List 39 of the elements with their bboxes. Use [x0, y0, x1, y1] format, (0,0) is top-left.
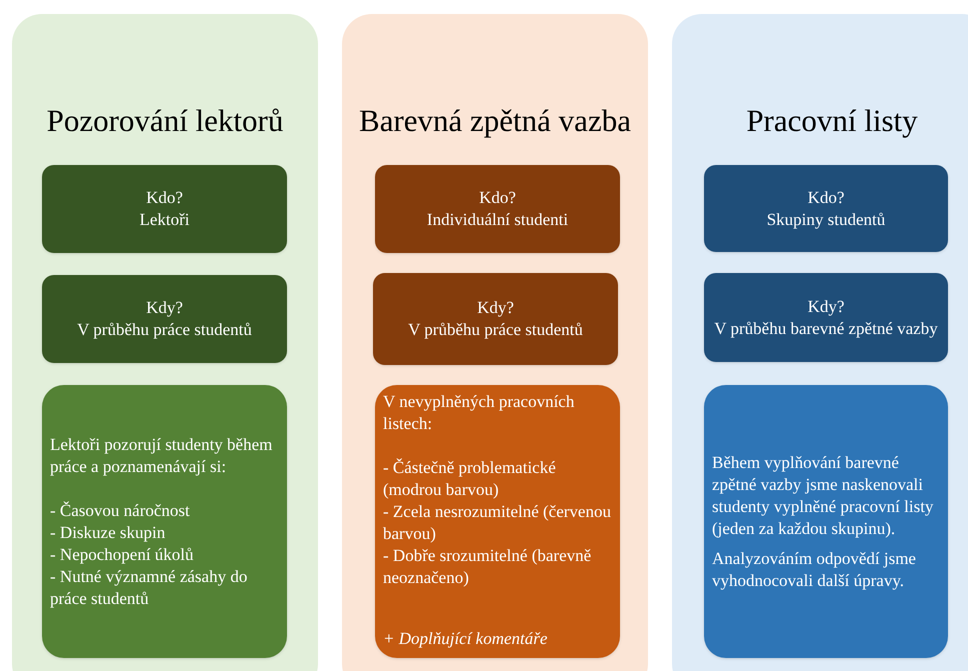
info-card — [373, 273, 618, 365]
card-text: - Zcela nesrozumitelné (červenou barvou) — [383, 501, 612, 545]
column-panel — [12, 14, 318, 671]
info-card — [42, 385, 287, 658]
info-card — [42, 275, 287, 363]
card-text: Kdy? — [477, 297, 514, 319]
card-text: Kdy? — [146, 297, 183, 319]
card-text: Kdy? — [808, 296, 844, 318]
card-text: - Časovou náročnost — [50, 500, 191, 522]
column-heading: Pozorování lektorů — [46, 102, 284, 140]
card-text: Individuální studenti — [426, 209, 568, 231]
column-panel — [342, 14, 648, 671]
card-text: - Nutné významné zásahy do práce studentů — [50, 566, 248, 610]
card-text: Lektoři — [139, 209, 190, 231]
card-text: - Dobře srozumitelné (barevně neoznačeno) — [383, 545, 592, 589]
info-card — [375, 385, 620, 658]
card-text: Lektoři pozorují studenty během práce a poznamenávají si: — [50, 434, 274, 478]
card-text: V průběhu práce studentů — [77, 319, 252, 341]
column-panel — [672, 14, 968, 671]
info-card — [42, 165, 287, 253]
card-text: + Doplňující komentáře — [383, 628, 548, 650]
card-text: V průběhu práce studentů — [408, 319, 583, 341]
card-text: - Nepochopení úkolů — [50, 544, 195, 566]
card-text: Analyzováním odpovědí jsme vyhodnocovali další úpravy. — [712, 548, 917, 592]
card-text: V průběhu barevné zpětné vazby — [714, 318, 938, 340]
info-card — [704, 165, 948, 252]
card-text: Kdo? — [808, 186, 844, 208]
card-text: V nevyplněných pracovních listech: — [383, 391, 576, 435]
column-heading: Pracovní listy — [746, 102, 918, 140]
info-card — [375, 165, 620, 253]
card-text: Kdo? — [479, 187, 516, 209]
info-card — [704, 273, 948, 362]
info-card — [704, 385, 948, 658]
column-heading: Barevná zpětná vazba — [359, 102, 631, 140]
card-text: Kdo? — [146, 187, 183, 209]
card-text: Během vyplňování barevné zpětné vazby jsme naskenovali studenty vyplněné pracovní listy (jeden za každou skupinu). — [712, 452, 934, 540]
card-text: - Diskuze skupin — [50, 522, 166, 544]
card-text: Skupiny studentů — [766, 208, 886, 230]
card-text: - Částečně problematické (modrou barvou) — [383, 457, 557, 501]
